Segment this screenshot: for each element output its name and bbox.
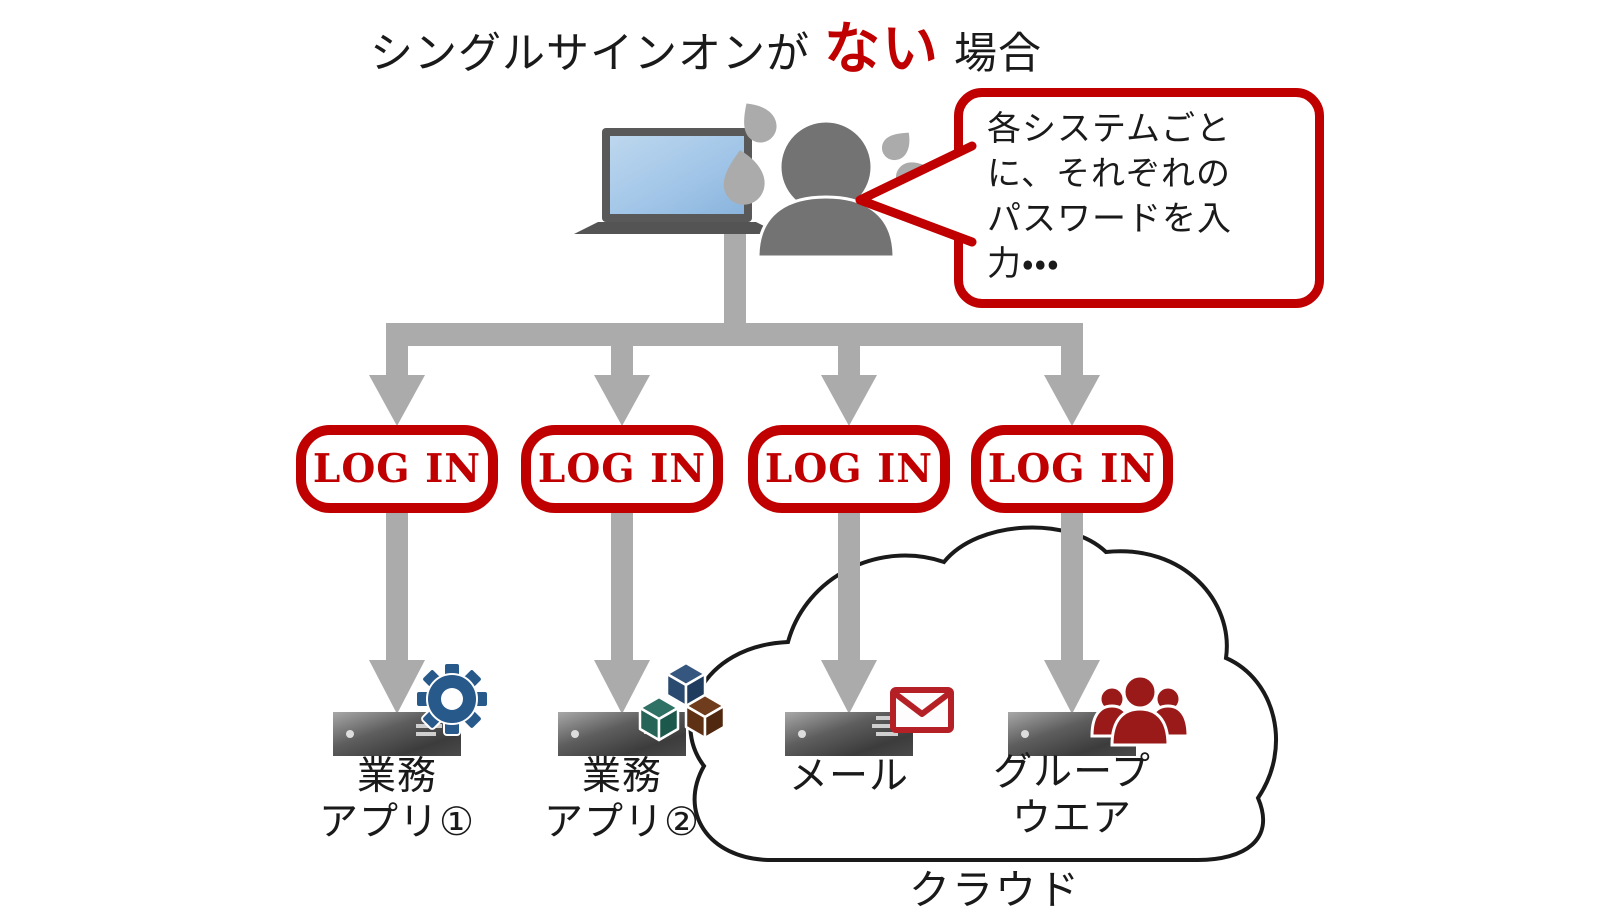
- title-suffix: 場合: [954, 30, 1042, 78]
- arrow-to-login-2: [594, 346, 650, 426]
- arrow-to-login-3: [821, 346, 877, 426]
- system-label-groupware: グループ ウエア: [993, 751, 1151, 840]
- people-icon: [1090, 674, 1190, 747]
- cloud-label: クラウド: [909, 867, 1081, 913]
- user-icon: [756, 119, 896, 259]
- cube-brown: [684, 693, 726, 740]
- server-led: [571, 730, 579, 738]
- arrow-to-login-1: [369, 346, 425, 426]
- cube-blue: [665, 661, 707, 708]
- system-label-business-app-2: 業務 アプリ②: [544, 755, 700, 844]
- cloud-shape: [688, 525, 1279, 862]
- distribution-bar: [386, 323, 1083, 346]
- server-led: [346, 730, 354, 738]
- speech-bubble-tail: [855, 141, 977, 247]
- speech-bubble: 各システムごと に、それぞれの パスワードを入 力・・・: [954, 88, 1324, 308]
- login-button-1: LOG IN: [296, 425, 498, 513]
- laptop-icon: [574, 128, 780, 234]
- gear-icon: [415, 662, 489, 736]
- cubes-icon: [638, 661, 726, 742]
- server-led: [1021, 730, 1029, 738]
- user-body: [756, 195, 896, 259]
- arrow-to-system-1: [369, 504, 425, 714]
- cube-teal: [638, 695, 680, 742]
- arrow-to-system-4: [1044, 504, 1100, 714]
- system-label-business-app-1: 業務 アプリ①: [319, 755, 475, 844]
- title-prefix: シングルサインオンが: [370, 30, 810, 78]
- title-highlight: ない: [824, 17, 940, 80]
- login-button-4: LOG IN: [971, 425, 1173, 513]
- server-led: [798, 730, 806, 738]
- connector-tree: [369, 230, 1100, 714]
- arrow-to-system-2: [594, 504, 650, 714]
- system-label-mail: メール: [788, 755, 909, 798]
- login-button-3: LOG IN: [748, 425, 950, 513]
- login-button-2: LOG IN: [521, 425, 723, 513]
- arrow-to-login-4: [1044, 346, 1100, 426]
- stem-line: [724, 230, 746, 325]
- arrow-to-system-3: [821, 504, 877, 714]
- page-title: シングルサインオンがない場合: [370, 4, 1042, 85]
- mail-icon: [890, 687, 954, 733]
